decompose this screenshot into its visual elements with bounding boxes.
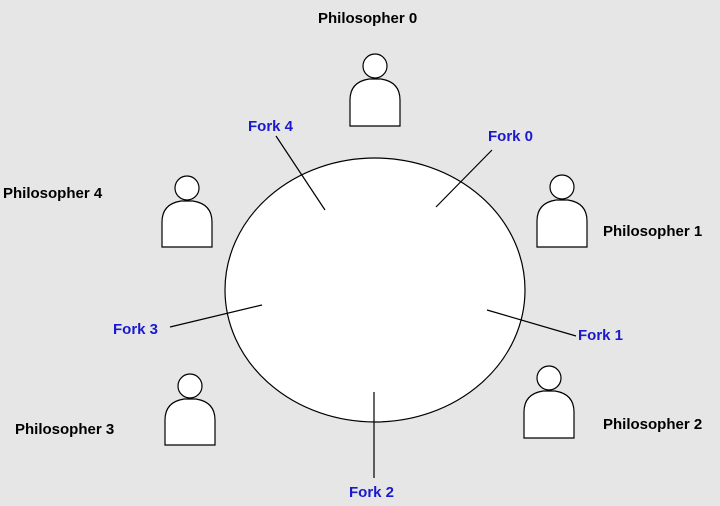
philosopher-0-label: Philosopher 0: [318, 10, 417, 27]
fork-2-label: Fork 2: [349, 484, 394, 501]
fork-3-label: Fork 3: [113, 321, 158, 338]
philosopher-1-label: Philosopher 1: [603, 223, 702, 240]
fork-1-label: Fork 1: [578, 327, 623, 344]
fork-4-label: Fork 4: [248, 118, 294, 135]
philosopher-3-label: Philosopher 3: [15, 421, 114, 438]
fork-3-line: [169, 304, 263, 328]
philosopher-4-label: Philosopher 4: [3, 185, 103, 202]
philosopher-2-person-icon: [523, 365, 575, 439]
fork-4-line: [275, 135, 326, 211]
fork-0-line: [435, 149, 493, 208]
philosopher-2-label: Philosopher 2: [603, 416, 702, 433]
fork-1-line: [486, 309, 577, 337]
philosopher-0-person-icon: [349, 53, 401, 127]
philosopher-4-person-icon: [161, 175, 213, 248]
philosopher-3-person-icon: [164, 373, 216, 446]
fork-0-label: Fork 0: [488, 128, 533, 145]
table: [224, 157, 526, 423]
philosopher-1-person-icon: [536, 174, 588, 248]
